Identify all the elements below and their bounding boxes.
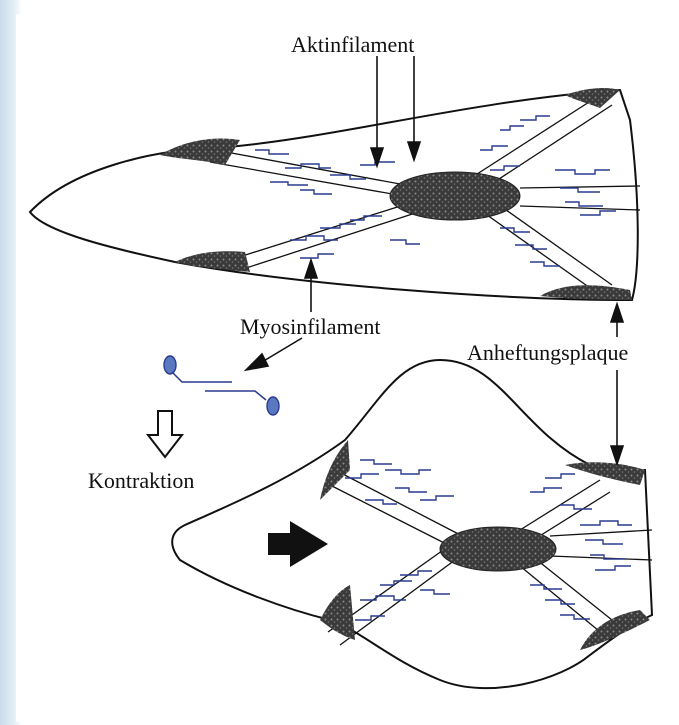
dense-body-top bbox=[390, 172, 520, 220]
open-down-arrow-icon bbox=[148, 411, 182, 457]
myosin-filament-label: Myosinfilament bbox=[240, 316, 381, 338]
dense-body-bottom bbox=[440, 527, 556, 571]
contracted-cell bbox=[172, 360, 652, 688]
relaxed-cell-outline bbox=[30, 90, 638, 300]
actin-filament-label: Aktinfilament bbox=[291, 34, 414, 56]
filled-right-arrow-icon bbox=[268, 521, 328, 567]
attachment-plaque-label: Anheftungsplaque bbox=[467, 342, 628, 364]
contraction-label: Kontraktion bbox=[88, 470, 194, 492]
relaxed-cell bbox=[30, 88, 640, 300]
contracted-cell-outline bbox=[172, 360, 652, 688]
